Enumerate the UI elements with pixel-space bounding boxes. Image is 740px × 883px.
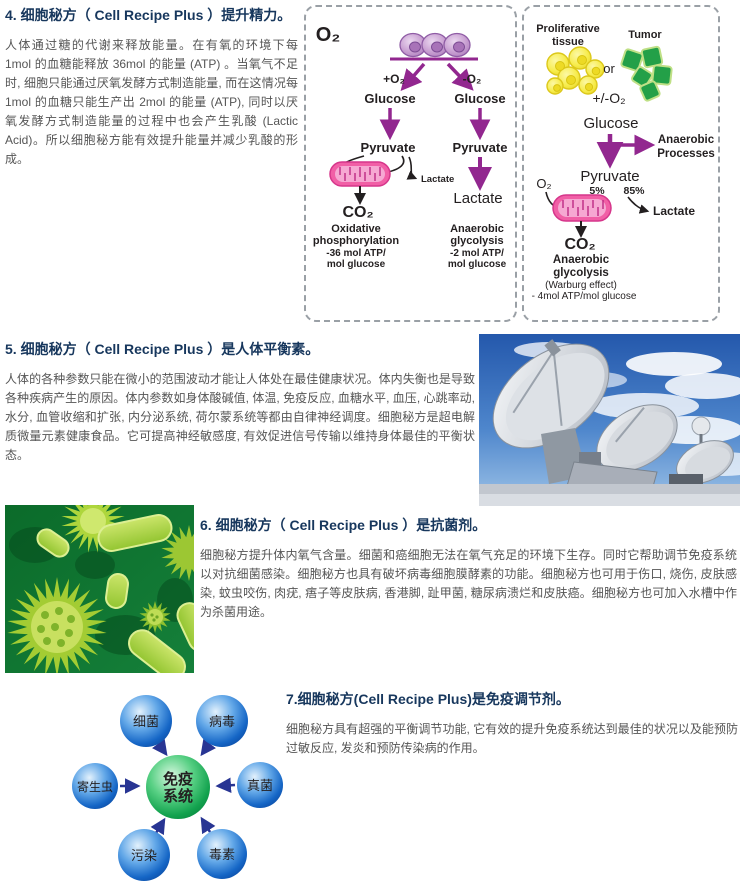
section-7-body: 细胞秘方具有超强的平衡调节功能, 它有效的提升免疫系统达到最佳的状况以及能预防过…: [286, 722, 738, 755]
satellite-dishes-photo: [479, 334, 740, 506]
toxin-label: 毒素: [209, 847, 235, 862]
anaerobic-line1: Anaerobic: [450, 223, 504, 235]
arrow-minus-o2: [446, 62, 474, 91]
section-6-body: 细胞秘方提升体内氧气含量。细菌和癌细胞无法在氧气充足的环境下生存。同时它帮助调节…: [200, 548, 737, 619]
cell-cluster-icon: [399, 32, 471, 58]
anaerobic-line4: mol glucose: [448, 259, 507, 270]
lactate-label: Lactate: [653, 204, 695, 218]
section-5: 5. 细胞秘方（ Cell Recipe Plus ）是人体平衡素。 人体的各种…: [5, 340, 475, 465]
pollution-label: 污染: [131, 848, 157, 863]
proliferative-line2: tissue: [552, 36, 584, 48]
immune-center-node: 免疫 系统: [146, 755, 210, 819]
anaerobic-line3: -2 mol ATP/: [450, 248, 504, 259]
pyruvate-label: Pyruvate: [580, 168, 639, 185]
bacteria-label: 细菌: [133, 714, 159, 729]
section-4-title: 4. 细胞秘方（ Cell Recipe Plus ）提升精力。: [5, 7, 292, 23]
immune-arrows: [120, 738, 236, 836]
oxidative-line3: -36 mol ATP/: [326, 248, 386, 259]
o2-label: O₂: [316, 24, 340, 46]
middle-dish: [596, 404, 678, 472]
rod-microbes: [36, 514, 194, 673]
pathway-diagram-normal-oxygen: O₂ +O₂ -O₂ Glucose Glucose Pyruvate Pyru…: [304, 5, 517, 322]
minus-o2-label: -O₂: [463, 72, 482, 86]
proliferative-line1: Proliferative: [536, 23, 600, 35]
big-dish: [492, 339, 610, 449]
virus-label: 病毒: [209, 714, 235, 729]
immune-system-diagram: 细菌 病毒 寄生虫 真菌 污染 毒素: [58, 688, 298, 883]
co2-label: CO₂: [342, 204, 373, 221]
section-6-title: 6. 细胞秘方（ Cell Recipe Plus ）是抗菌剂。: [200, 517, 487, 533]
right-dish: [676, 440, 734, 484]
anaerobic-proc-line2: Processes: [657, 148, 715, 160]
arrow-plus-o2: [400, 62, 426, 91]
bacteria-microscopy-photo: [5, 505, 194, 673]
mitochondria-icon: [552, 194, 612, 222]
anaerobic-proc-line1: Anaerobic: [658, 134, 715, 146]
threat-node-pollution: 污染: [118, 829, 170, 881]
parasite-label: 寄生虫: [77, 779, 113, 794]
section-5-title: 5. 细胞秘方（ Cell Recipe Plus ）是人体平衡素。: [5, 341, 320, 357]
or-label: or: [603, 61, 615, 76]
proliferative-cells-icon: [546, 46, 605, 95]
pathway-diagram-tumor-warburg: Proliferative tissue Tumor or: [522, 5, 720, 322]
anaerobic-line2: glycolysis: [450, 235, 503, 247]
curve-to-lactate: [406, 156, 418, 180]
pyruvate-left-label: Pyruvate: [361, 140, 416, 155]
glucose-label: Glucose: [583, 115, 638, 132]
glycolysis-line2: glycolysis: [553, 267, 609, 279]
mounts: [479, 428, 740, 506]
section-5-body: 人体的各种参数只能在微小的范围波动才能让人体处在最佳健康状况。体内失衡也是导致各…: [5, 372, 475, 462]
section-6: 6. 细胞秘方（ Cell Recipe Plus ）是抗菌剂。 细胞秘方提升体…: [200, 516, 737, 622]
microbe-core-dots: [37, 607, 75, 647]
warburg-pathway-svg: Proliferative tissue Tumor or: [532, 23, 715, 302]
mitochondria-icon: [329, 161, 391, 187]
lactate-main-label: Lactate: [453, 190, 502, 207]
section-7: 7.细胞秘方(Cell Recipe Plus)是免疫调节剂。 细胞秘方具有超强…: [286, 690, 738, 758]
section-4: 4. 细胞秘方（ Cell Recipe Plus ）提升精力。 人体通过糖的代…: [5, 6, 298, 169]
curve-85pct-to-lactate: [627, 196, 650, 214]
pct5-label: 5%: [589, 185, 605, 197]
lactate-side-label: Lactate: [421, 174, 454, 185]
threat-node-virus: 病毒: [196, 695, 248, 747]
spiky-microbe-right: [161, 525, 194, 581]
o2-small-label: O₂: [536, 176, 551, 191]
plus-minus-o2-label: +/-O₂: [592, 90, 625, 106]
oxidative-line2: phosphorylation: [313, 235, 399, 247]
threat-node-toxin: 毒素: [197, 829, 247, 879]
pct85-label: 85%: [623, 185, 645, 197]
glycolysis-line4: - 4mol ATP/mol glucose: [532, 291, 637, 302]
glycolysis-line1: Anaerobic: [553, 254, 610, 266]
section-4-body: 人体通过糖的代谢来释放能量。在有氧的环境下每 1mol 的血糖能释放 36mol…: [5, 38, 298, 166]
fungus-label: 真菌: [247, 778, 273, 793]
oxygen-pathway-svg: O₂ +O₂ -O₂ Glucose Glucose Pyruvate Pyru…: [313, 24, 508, 270]
tumor-cells-icon: [620, 45, 673, 102]
threat-node-parasite: 寄生虫: [72, 763, 118, 809]
threat-node-fungus: 真菌: [237, 762, 283, 808]
glycolysis-line3: (Warburg effect): [545, 280, 617, 291]
co2-label: CO₂: [564, 236, 595, 253]
immune-center-line2: 系统: [163, 787, 193, 805]
section-7-title: 7.细胞秘方(Cell Recipe Plus)是免疫调节剂。: [286, 691, 570, 707]
threat-node-bacteria: 细菌: [120, 695, 172, 747]
glucose-right-label: Glucose: [454, 91, 505, 106]
small-top-dish: [691, 416, 711, 436]
immune-center-line1: 免疫: [163, 770, 193, 788]
tumor-label: Tumor: [628, 29, 662, 41]
glucose-left-label: Glucose: [364, 91, 415, 106]
pyruvate-right-label: Pyruvate: [453, 140, 508, 155]
oxidative-line4: mol glucose: [327, 259, 386, 270]
plus-o2-label: +O₂: [383, 72, 405, 86]
oxidative-line1: Oxidative: [331, 223, 381, 235]
